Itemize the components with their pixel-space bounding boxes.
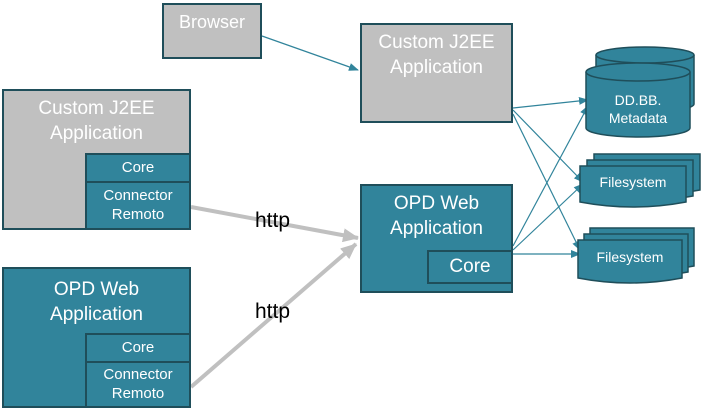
- filesystem-2-icon: [577, 227, 695, 284]
- arrow-http-custom-to-opd: [190, 205, 359, 243]
- opd-center-label: OPD Web Application: [390, 193, 483, 239]
- custom-app-left-label: Custom J2EE Application: [38, 98, 155, 144]
- opd-center-core: Core: [427, 250, 513, 284]
- http-label-2: http: [255, 300, 291, 323]
- arrow-browser-to-custom-app: [261, 35, 359, 71]
- arrow-opd-to-filesystem-1: [512, 183, 584, 251]
- custom-app-top-label: Custom J2EE Application: [378, 32, 495, 78]
- arrow-http-opd-to-opd: [189, 242, 358, 389]
- filesystem-2-label: Filesystem: [596, 249, 664, 265]
- filesystem-1-label: Filesystem: [599, 174, 667, 190]
- custom-app-top-box: Custom J2EE Application: [360, 23, 513, 123]
- database-icon: [585, 46, 695, 138]
- opd-left-connector: Connector Remoto: [85, 361, 191, 408]
- opd-left-label: OPD Web Application: [50, 279, 143, 325]
- browser-box: Browser: [162, 3, 262, 59]
- custom-app-left-core: Core: [85, 153, 191, 183]
- http-label-1: http: [255, 209, 291, 232]
- database-label: DD.BB. Metadata: [608, 92, 668, 126]
- arrow-opd-to-database: [512, 105, 589, 247]
- arrow-custom-app-to-filesystem-1: [512, 109, 584, 183]
- arrow-custom-app-to-filesystem-2: [512, 113, 581, 251]
- opd-left-core: Core: [85, 333, 191, 363]
- arrow-custom-app-to-database: [512, 96, 589, 109]
- browser-label: Browser: [178, 12, 245, 32]
- filesystem-1-icon: [579, 153, 701, 208]
- custom-app-left-connector: Connector Remoto: [85, 181, 191, 230]
